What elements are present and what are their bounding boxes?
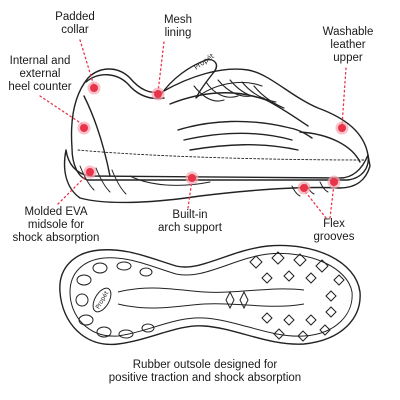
side-panel-line-2 — [184, 133, 292, 140]
marker-molded-eva — [84, 166, 97, 179]
stitching — [78, 150, 364, 160]
outsole-center-channel-2 — [118, 304, 304, 308]
marker-arch-support — [186, 172, 199, 185]
leader-washable — [342, 68, 346, 126]
leader-flex-2 — [330, 184, 334, 218]
label-padded-collar: Padded collar — [40, 11, 110, 37]
label-molded-eva-midsole: Molded EVA midsole for shock absorption — [8, 206, 104, 245]
marker-padded-collar — [88, 82, 101, 95]
marker-washable-upper — [336, 122, 349, 135]
heel-tread-pads — [76, 262, 154, 338]
marker-heel-counter — [78, 122, 91, 135]
side-panel-line-3 — [190, 145, 298, 150]
shoe-side-view: Propét — [65, 52, 370, 203]
tongue-logo: Propét — [193, 52, 216, 72]
label-flex-grooves: Flex grooves — [308, 218, 360, 244]
label-washable-leather-upper: Washable leather upper — [306, 26, 390, 65]
marker-flex-groove-2 — [328, 176, 341, 189]
outsole-bottom-view: Propét — [60, 245, 360, 344]
label-heel-counter: Internal and external heel counter — [0, 55, 80, 94]
outsole-logo: Propét — [95, 290, 111, 311]
label-arch-support: Built-in arch support — [148, 209, 232, 235]
marker-flex-groove-1 — [298, 182, 311, 195]
heel-counter-seam — [84, 96, 110, 176]
marker-mesh-lining — [152, 88, 165, 101]
leader-flex-1 — [304, 190, 326, 218]
forefoot-tread-diamonds — [226, 252, 344, 341]
outsole-center-channel — [118, 288, 304, 292]
side-panel-line-1 — [178, 121, 312, 138]
label-rubber-outsole: Rubber outsole designed for positive tra… — [60, 359, 350, 385]
leader-mesh-lining — [158, 42, 164, 92]
label-mesh-lining: Mesh lining — [148, 14, 208, 40]
